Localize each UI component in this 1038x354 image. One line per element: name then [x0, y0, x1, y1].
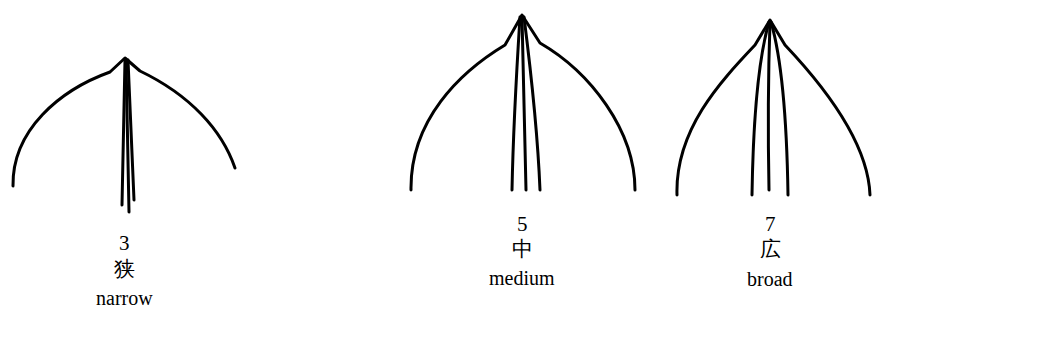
- size-term-english: broad: [747, 268, 793, 290]
- broad-tip-figure: [677, 20, 870, 195]
- size-term-japanese: 広: [760, 238, 781, 261]
- size-term-english: narrow: [96, 287, 153, 309]
- code-number: 3: [119, 232, 130, 255]
- narrow-tip-figure: [13, 58, 235, 212]
- size-term-japanese: 狭: [114, 258, 135, 281]
- code-number: 5: [517, 213, 528, 236]
- medium-tip-figure: [411, 15, 635, 190]
- size-term-english: medium: [489, 267, 555, 289]
- size-term-japanese: 中: [512, 238, 533, 261]
- code-number: 7: [765, 213, 776, 236]
